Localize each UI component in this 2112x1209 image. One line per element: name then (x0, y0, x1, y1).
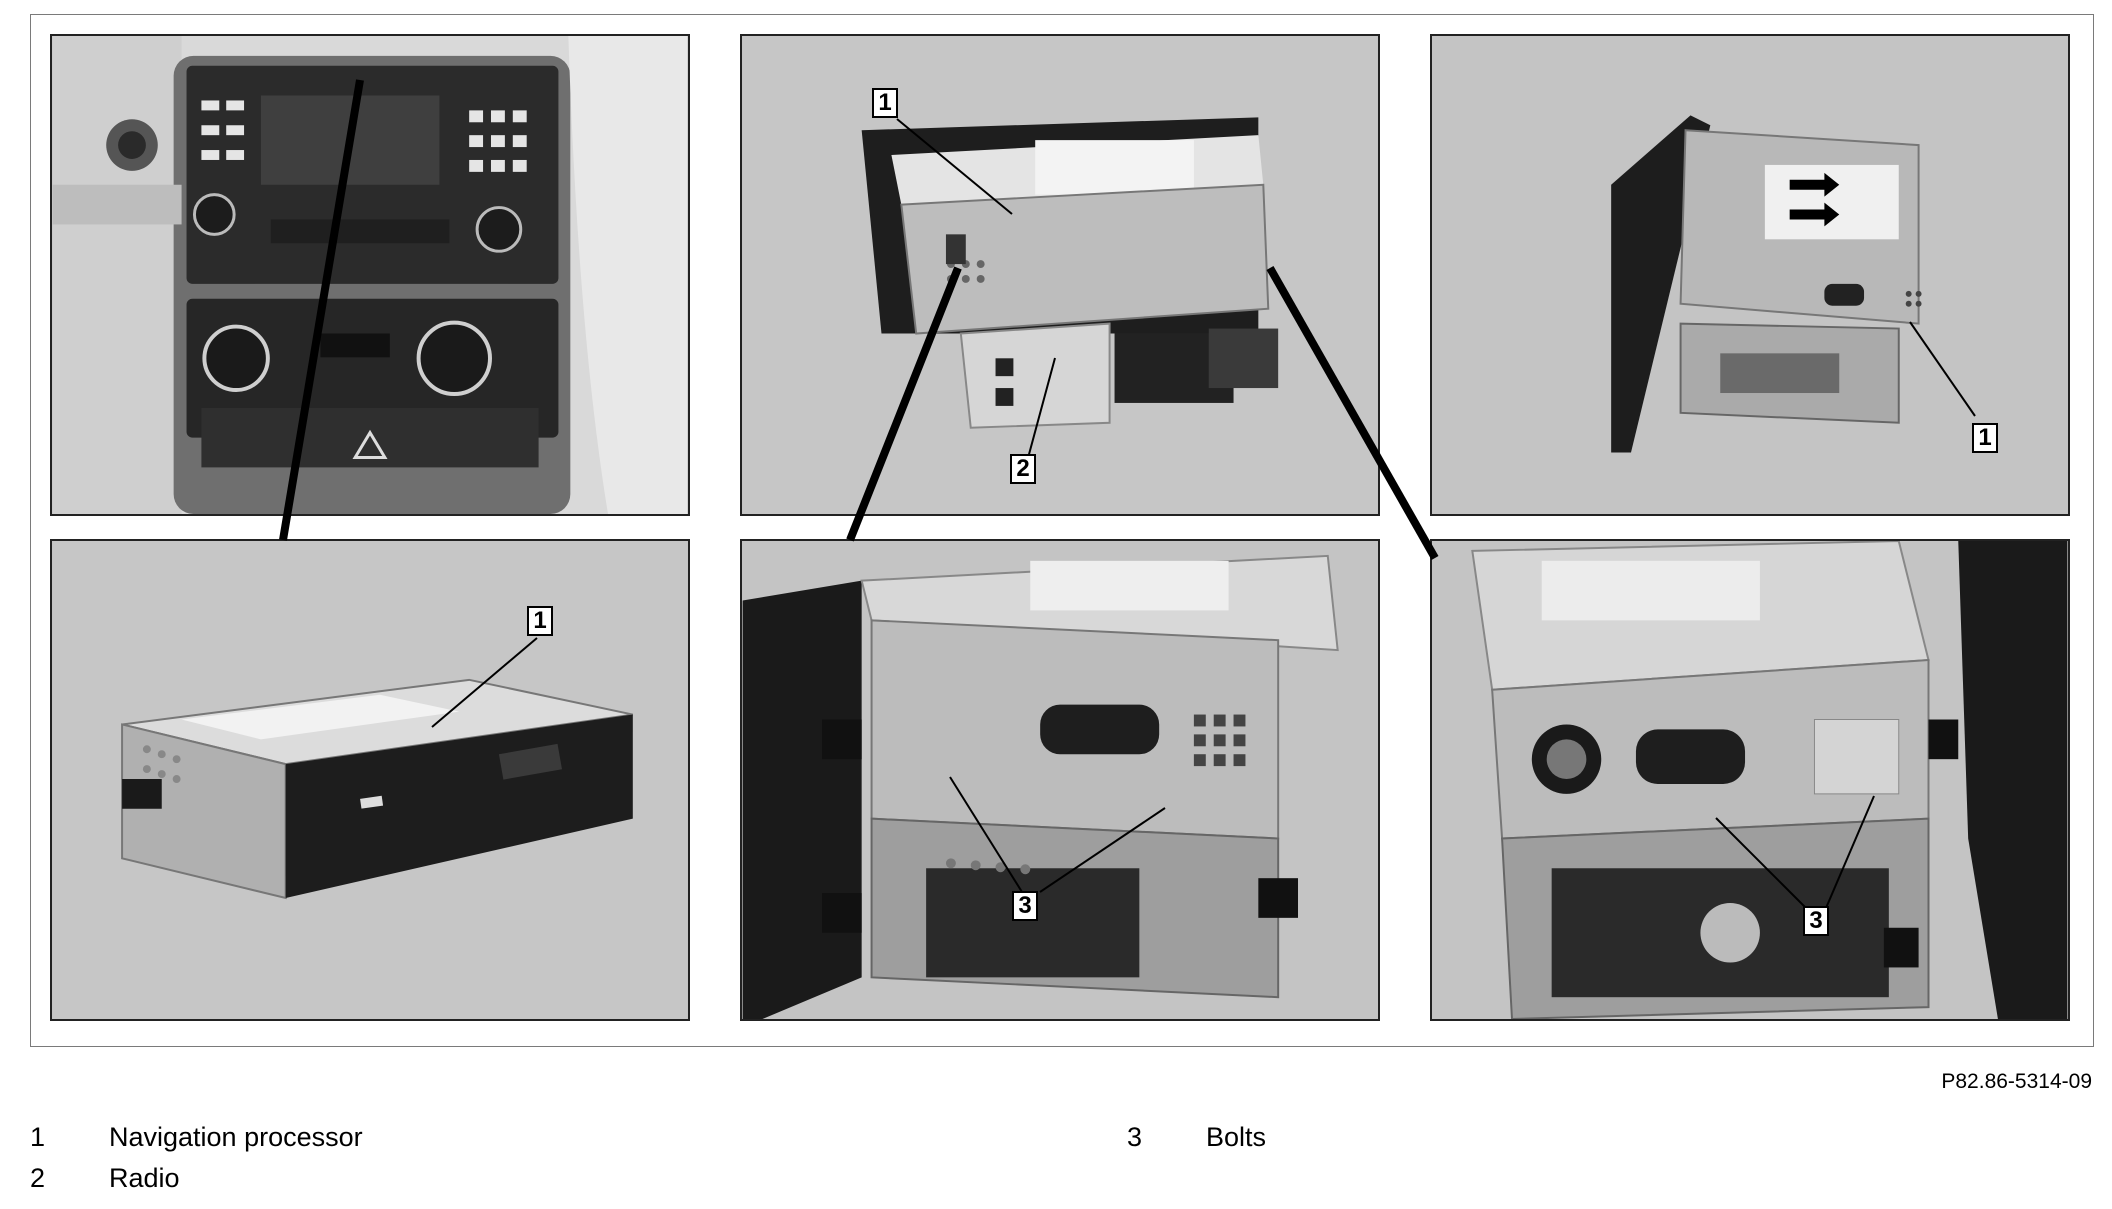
unit-assembly-illustration (742, 36, 1378, 514)
unit-sideview-illustration (1432, 36, 2068, 514)
callout-3-right: 3 (1803, 906, 1829, 936)
legend-number-1: 1 (30, 1122, 46, 1152)
legend-label-radio: Radio (109, 1163, 180, 1193)
legend-number-3: 3 (1127, 1122, 1143, 1152)
unit-rear-bolts-illustration (742, 541, 1378, 1019)
photo-navigation-processor (50, 539, 690, 1021)
photo-dashboard-console (50, 34, 690, 516)
unit-rear-fan-illustration (1432, 541, 2068, 1019)
callout-1-top: 1 (872, 88, 898, 118)
legend-number-2: 2 (30, 1163, 46, 1193)
callout-1-bottom: 1 (527, 606, 553, 636)
legend-label-bolts: Bolts (1206, 1122, 1267, 1152)
photo-unit-assembly (740, 34, 1380, 516)
callout-2: 2 (1010, 454, 1036, 484)
photo-unit-rear-bolts (740, 539, 1380, 1021)
callout-3-middle: 3 (1012, 891, 1038, 921)
photo-unit-sideview (1430, 34, 2070, 516)
figure-reference-code: P82.86-5314-09 (1941, 1070, 2092, 1093)
photo-unit-rear-fan-bolts (1430, 539, 2070, 1021)
dashboard-illustration (52, 36, 688, 514)
navigation-processor-illustration (52, 541, 688, 1019)
callout-1-right: 1 (1972, 423, 1998, 453)
legend-label-navigation-processor: Navigation processor (109, 1122, 363, 1152)
